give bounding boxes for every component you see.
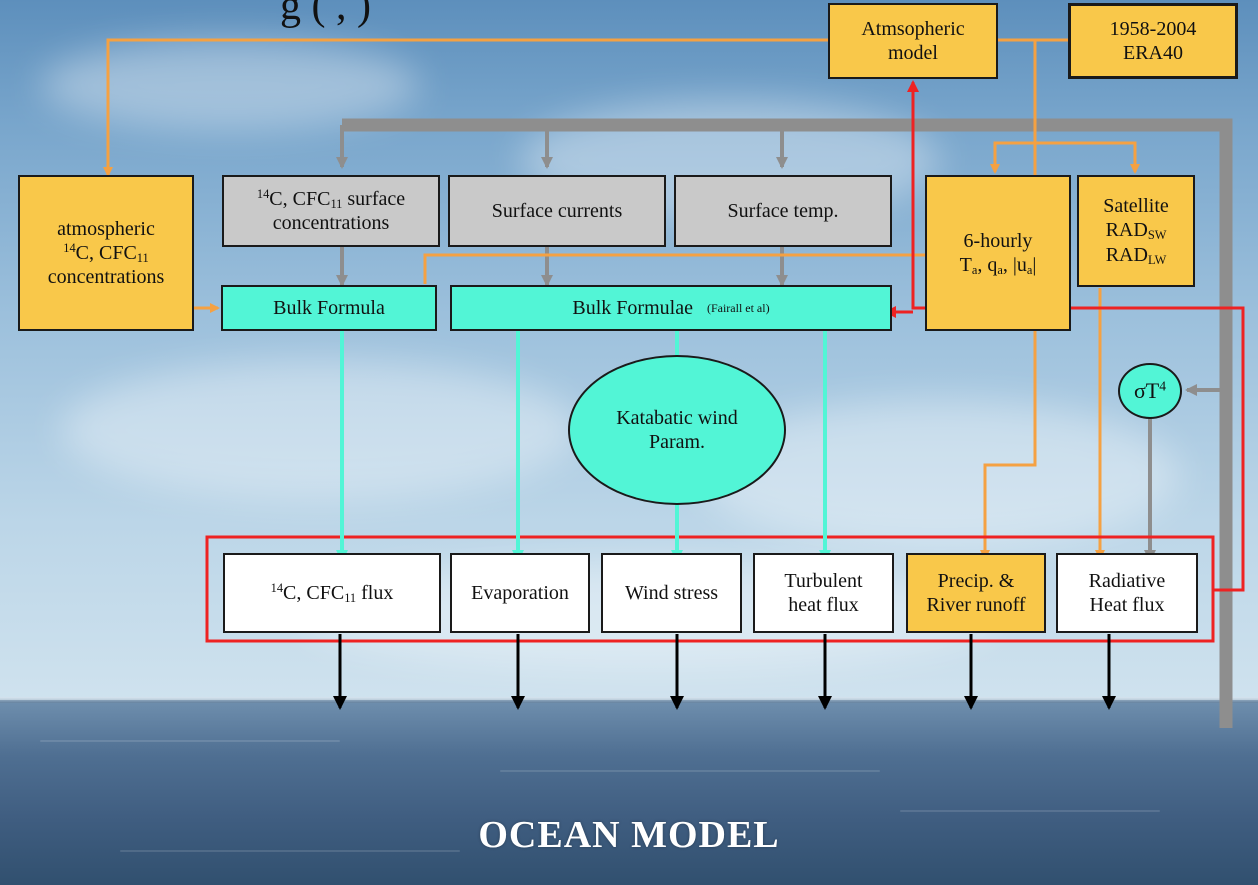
precip-runoff-box: Precip. & River runoff xyxy=(906,553,1046,633)
turbulent-line1: Turbulent xyxy=(784,570,863,592)
katabatic-line1: Katabatic wind xyxy=(616,407,738,429)
atmospheric-concentrations-box: atmospheric 14C, CFC11 concentrations xyxy=(18,175,194,331)
atm-conc-line2: 14C, CFC11 xyxy=(63,240,149,265)
surface-currents-box: Surface currents xyxy=(448,175,666,247)
era40-label: ERA40 xyxy=(1123,42,1183,64)
precip-line1: Precip. & xyxy=(937,570,1015,592)
precip-line2: River runoff xyxy=(926,594,1026,616)
satellite-rad-lw: RADLW xyxy=(1105,244,1167,268)
horizon xyxy=(0,697,1258,703)
surface-currents-label: Surface currents xyxy=(491,200,623,222)
cloud xyxy=(40,40,420,130)
era40-box: 1958-2004 ERA40 xyxy=(1068,3,1238,79)
six-hourly-box: 6-hourly Ta, qa, |ua| xyxy=(925,175,1071,331)
wave xyxy=(40,740,340,742)
wind-stress-box: Wind stress xyxy=(601,553,742,633)
surface-temp-label: Surface temp. xyxy=(727,200,839,222)
sea-background xyxy=(0,700,1258,885)
turbulent-line2: heat flux xyxy=(788,594,859,616)
ocean-model-label: OCEAN MODEL xyxy=(478,814,780,856)
bulk-formula-box: Bulk Formula xyxy=(221,285,437,331)
ocean-input-arrows xyxy=(333,634,1116,710)
radiative-line1: Radiative xyxy=(1088,570,1166,592)
surface-conc-line1: 14C, CFC11 surface xyxy=(256,186,406,211)
katabatic-line2: Param. xyxy=(648,431,706,453)
evaporation-label: Evaporation xyxy=(471,582,569,604)
bulk-formulae-label: Bulk Formulae xyxy=(572,297,693,319)
surface-temp-box: Surface temp. xyxy=(674,175,892,247)
six-hourly-vars: Ta, qa, |ua| xyxy=(959,253,1037,277)
surface-conc-line2: concentrations xyxy=(272,212,390,235)
atmospheric-model-label: Atmsopheric model xyxy=(861,18,965,64)
wave xyxy=(120,850,460,852)
c14-flux-box: 14C, CFC11 flux xyxy=(223,553,441,633)
six-hourly-title: 6-hourly xyxy=(963,229,1033,252)
surface-concentrations-box: 14C, CFC11 surface concentrations xyxy=(222,175,440,247)
radiative-heat-flux-box: Radiative Heat flux xyxy=(1056,553,1198,633)
slide-title-fragment: g ( , ) xyxy=(280,0,371,29)
turbulent-heat-flux-box: Turbulent heat flux xyxy=(753,553,894,633)
satellite-title: Satellite xyxy=(1103,195,1169,218)
satellite-rad-sw: RADSW xyxy=(1105,219,1167,243)
radiative-line2: Heat flux xyxy=(1089,594,1165,616)
bulk-formulae-reference: (Fairall et al) xyxy=(706,300,770,315)
bulk-formulae-box: Bulk Formulae (Fairall et al) xyxy=(450,285,892,331)
atm-conc-line3: concentrations xyxy=(47,266,165,289)
bulk-formula-label: Bulk Formula xyxy=(273,297,385,319)
stefan-boltzmann-node: σT4 xyxy=(1118,363,1182,419)
sigma-t4-label: σT4 xyxy=(1133,377,1167,403)
wind-stress-label: Wind stress xyxy=(624,582,719,604)
era40-years: 1958-2004 xyxy=(1109,18,1197,40)
cloud xyxy=(60,360,580,500)
satellite-box: Satellite RADSW RADLW xyxy=(1077,175,1195,287)
gray-feedback-path xyxy=(336,118,1233,728)
wave xyxy=(500,770,880,772)
wave xyxy=(900,810,1160,812)
c14-flux-label: 14C, CFC11 flux xyxy=(270,580,394,605)
katabatic-wind-node: Katabatic wind Param. xyxy=(568,355,786,505)
evaporation-box: Evaporation xyxy=(450,553,590,633)
atmospheric-model-box: Atmsopheric model xyxy=(828,3,998,79)
atm-conc-line1: atmospheric xyxy=(57,217,155,240)
